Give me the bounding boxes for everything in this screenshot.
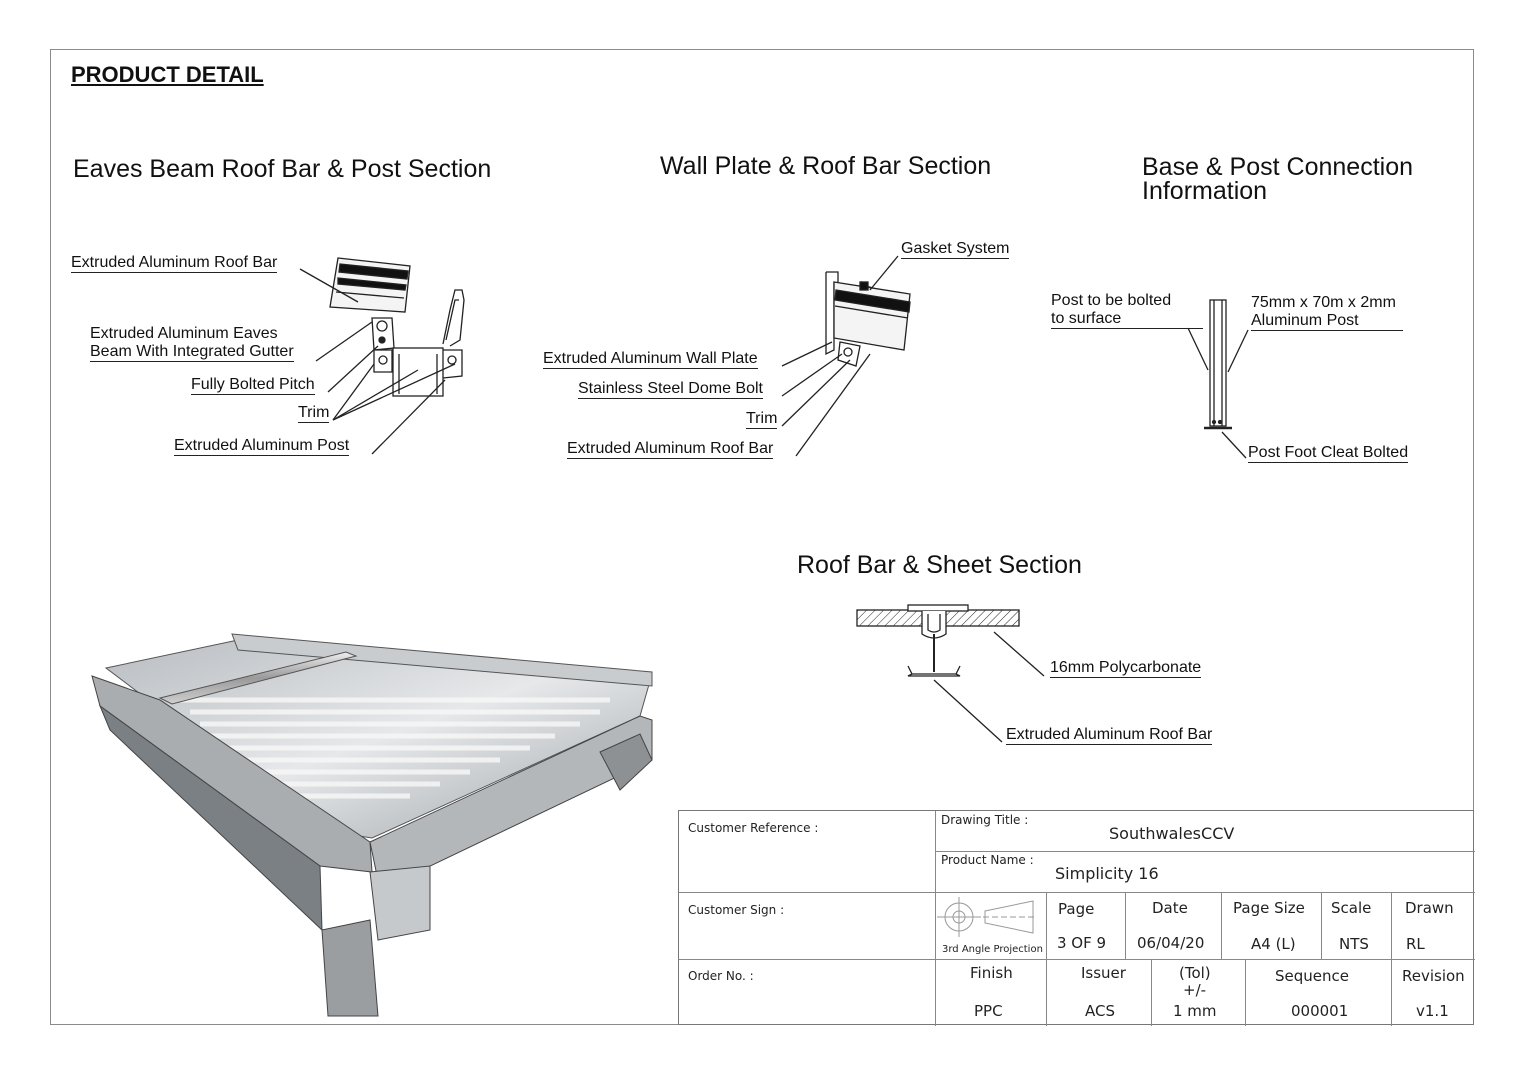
- customer-reference-label: Customer Reference :: [688, 821, 819, 835]
- title-block: Customer Reference : Drawing Title : Sou…: [678, 810, 1475, 1026]
- drawn-value: RL: [1406, 935, 1425, 953]
- sequence-label: Sequence: [1275, 967, 1349, 985]
- page-size-value: A4 (L): [1251, 935, 1296, 953]
- sheet-label-polycarbonate: 16mm Polycarbonate: [1050, 659, 1202, 678]
- base-label-post-material: Aluminum Post: [1251, 312, 1403, 331]
- wall-section-drawing: [781, 255, 911, 457]
- projection-label: 3rd Angle Projection: [942, 944, 1043, 955]
- base-label-bolted-1: Post to be bolted: [1051, 292, 1172, 309]
- page-title: PRODUCT DETAIL: [71, 62, 264, 87]
- base-label-post-size: 75mm x 70m x 2mm: [1251, 294, 1396, 311]
- date-label: Date: [1152, 899, 1188, 917]
- eaves-label-eaves-beam-1: Extruded Aluminum Eaves: [90, 325, 278, 342]
- base-section-title-line2: Information: [1142, 177, 1268, 205]
- sequence-value: 000001: [1291, 1002, 1349, 1020]
- wall-label-roof-bar: Extruded Aluminum Roof Bar: [567, 440, 774, 459]
- base-section-drawing: [1187, 299, 1249, 459]
- tolerance-label: (Tol): [1179, 964, 1211, 982]
- wall-label-dome-bolt: Stainless Steel Dome Bolt: [578, 380, 763, 399]
- page-value: 3 OF 9: [1057, 934, 1107, 952]
- eaves-label-post: Extruded Aluminum Post: [174, 437, 350, 456]
- scale-label: Scale: [1331, 899, 1372, 917]
- page-label: Page: [1058, 900, 1095, 918]
- eaves-label-bolted-pitch: Fully Bolted Pitch: [191, 376, 315, 395]
- sheet-label-roof-bar: Extruded Aluminum Roof Bar: [1006, 726, 1213, 745]
- revision-label: Revision: [1402, 967, 1465, 985]
- product-render: [91, 633, 653, 1017]
- product-name-label: Product Name :: [941, 853, 1034, 867]
- eaves-section-drawing: [299, 257, 465, 455]
- product-name-value: Simplicity 16: [1055, 864, 1159, 883]
- issuer-value: ACS: [1085, 1002, 1115, 1020]
- drawn-label: Drawn: [1405, 899, 1454, 917]
- scale-value: NTS: [1339, 935, 1369, 953]
- issuer-label: Issuer: [1081, 964, 1126, 982]
- sheet-section-drawing: [856, 604, 1045, 743]
- eaves-label-roof-bar: Extruded Aluminum Roof Bar: [71, 254, 278, 273]
- drawing-title-value: SouthwalesCCV: [1109, 824, 1235, 843]
- revision-value: v1.1: [1416, 1002, 1449, 1020]
- tolerance-value: 1 mm: [1173, 1002, 1217, 1020]
- date-value: 06/04/20: [1137, 934, 1205, 952]
- base-label-bolted-2: to surface: [1051, 310, 1204, 329]
- eaves-label-trim: Trim: [298, 404, 330, 423]
- page-size-label: Page Size: [1233, 899, 1305, 917]
- order-no-label: Order No. :: [688, 969, 754, 983]
- eaves-label-eaves-beam-2: Beam With Integrated Gutter: [90, 343, 294, 362]
- projection-symbol-icon: [937, 897, 1037, 937]
- customer-sign-label: Customer Sign :: [688, 903, 785, 917]
- eaves-section-title: Eaves Beam Roof Bar & Post Section: [73, 155, 492, 183]
- wall-section-title: Wall Plate & Roof Bar Section: [660, 152, 992, 180]
- wall-label-wall-plate: Extruded Aluminum Wall Plate: [543, 350, 758, 369]
- finish-label: Finish: [970, 964, 1013, 982]
- finish-value: PPC: [974, 1002, 1003, 1020]
- sheet-section-title: Roof Bar & Sheet Section: [797, 551, 1082, 579]
- drawing-title-label: Drawing Title :: [941, 813, 1029, 827]
- wall-label-trim: Trim: [746, 410, 778, 429]
- tolerance-plus-minus: +/-: [1183, 981, 1207, 999]
- base-section-title-line1: Base & Post Connection: [1142, 153, 1413, 181]
- wall-label-gasket: Gasket System: [901, 240, 1010, 259]
- base-label-foot-cleat: Post Foot Cleat Bolted: [1248, 444, 1409, 463]
